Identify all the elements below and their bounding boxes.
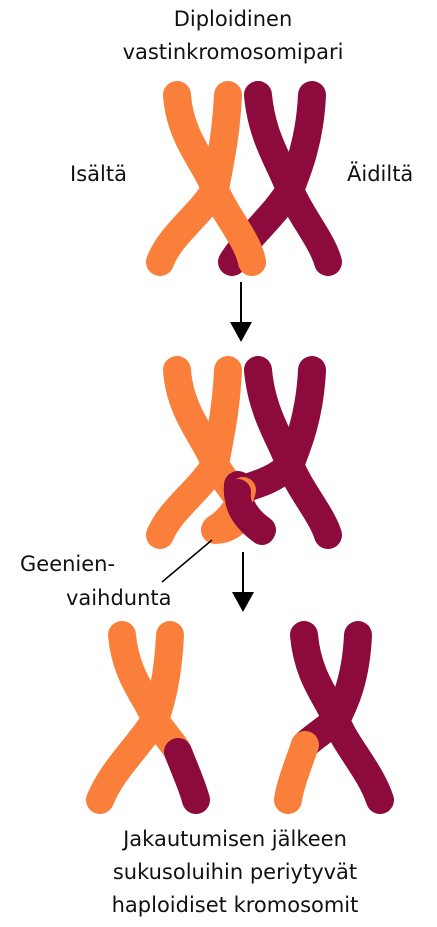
crossover-pointer-line — [162, 540, 212, 582]
recombinant-chromosome-left — [100, 635, 196, 800]
caption-line-2: sukusoluihin periytyvät — [113, 858, 357, 886]
caption-line-1: Jakautumisen jälkeen — [123, 825, 347, 853]
title-line-1: Diploidinen — [174, 5, 293, 33]
caption-line-3: haploidiset kromosomit — [112, 891, 359, 919]
paternal-arm-overlap-1 — [215, 190, 252, 262]
father-label: Isältä — [70, 160, 127, 188]
mother-label: Äidiltä — [347, 160, 413, 188]
recombinant-chromosome-right — [288, 635, 380, 800]
crossover-label-line-1: Geenien- — [20, 550, 115, 578]
title-line-2: vastinkromosomipari — [123, 38, 344, 66]
crossover-label-line-2: vaihdunta — [66, 584, 172, 612]
arrow-1-head — [230, 322, 252, 342]
arrow-2-head — [232, 592, 254, 612]
